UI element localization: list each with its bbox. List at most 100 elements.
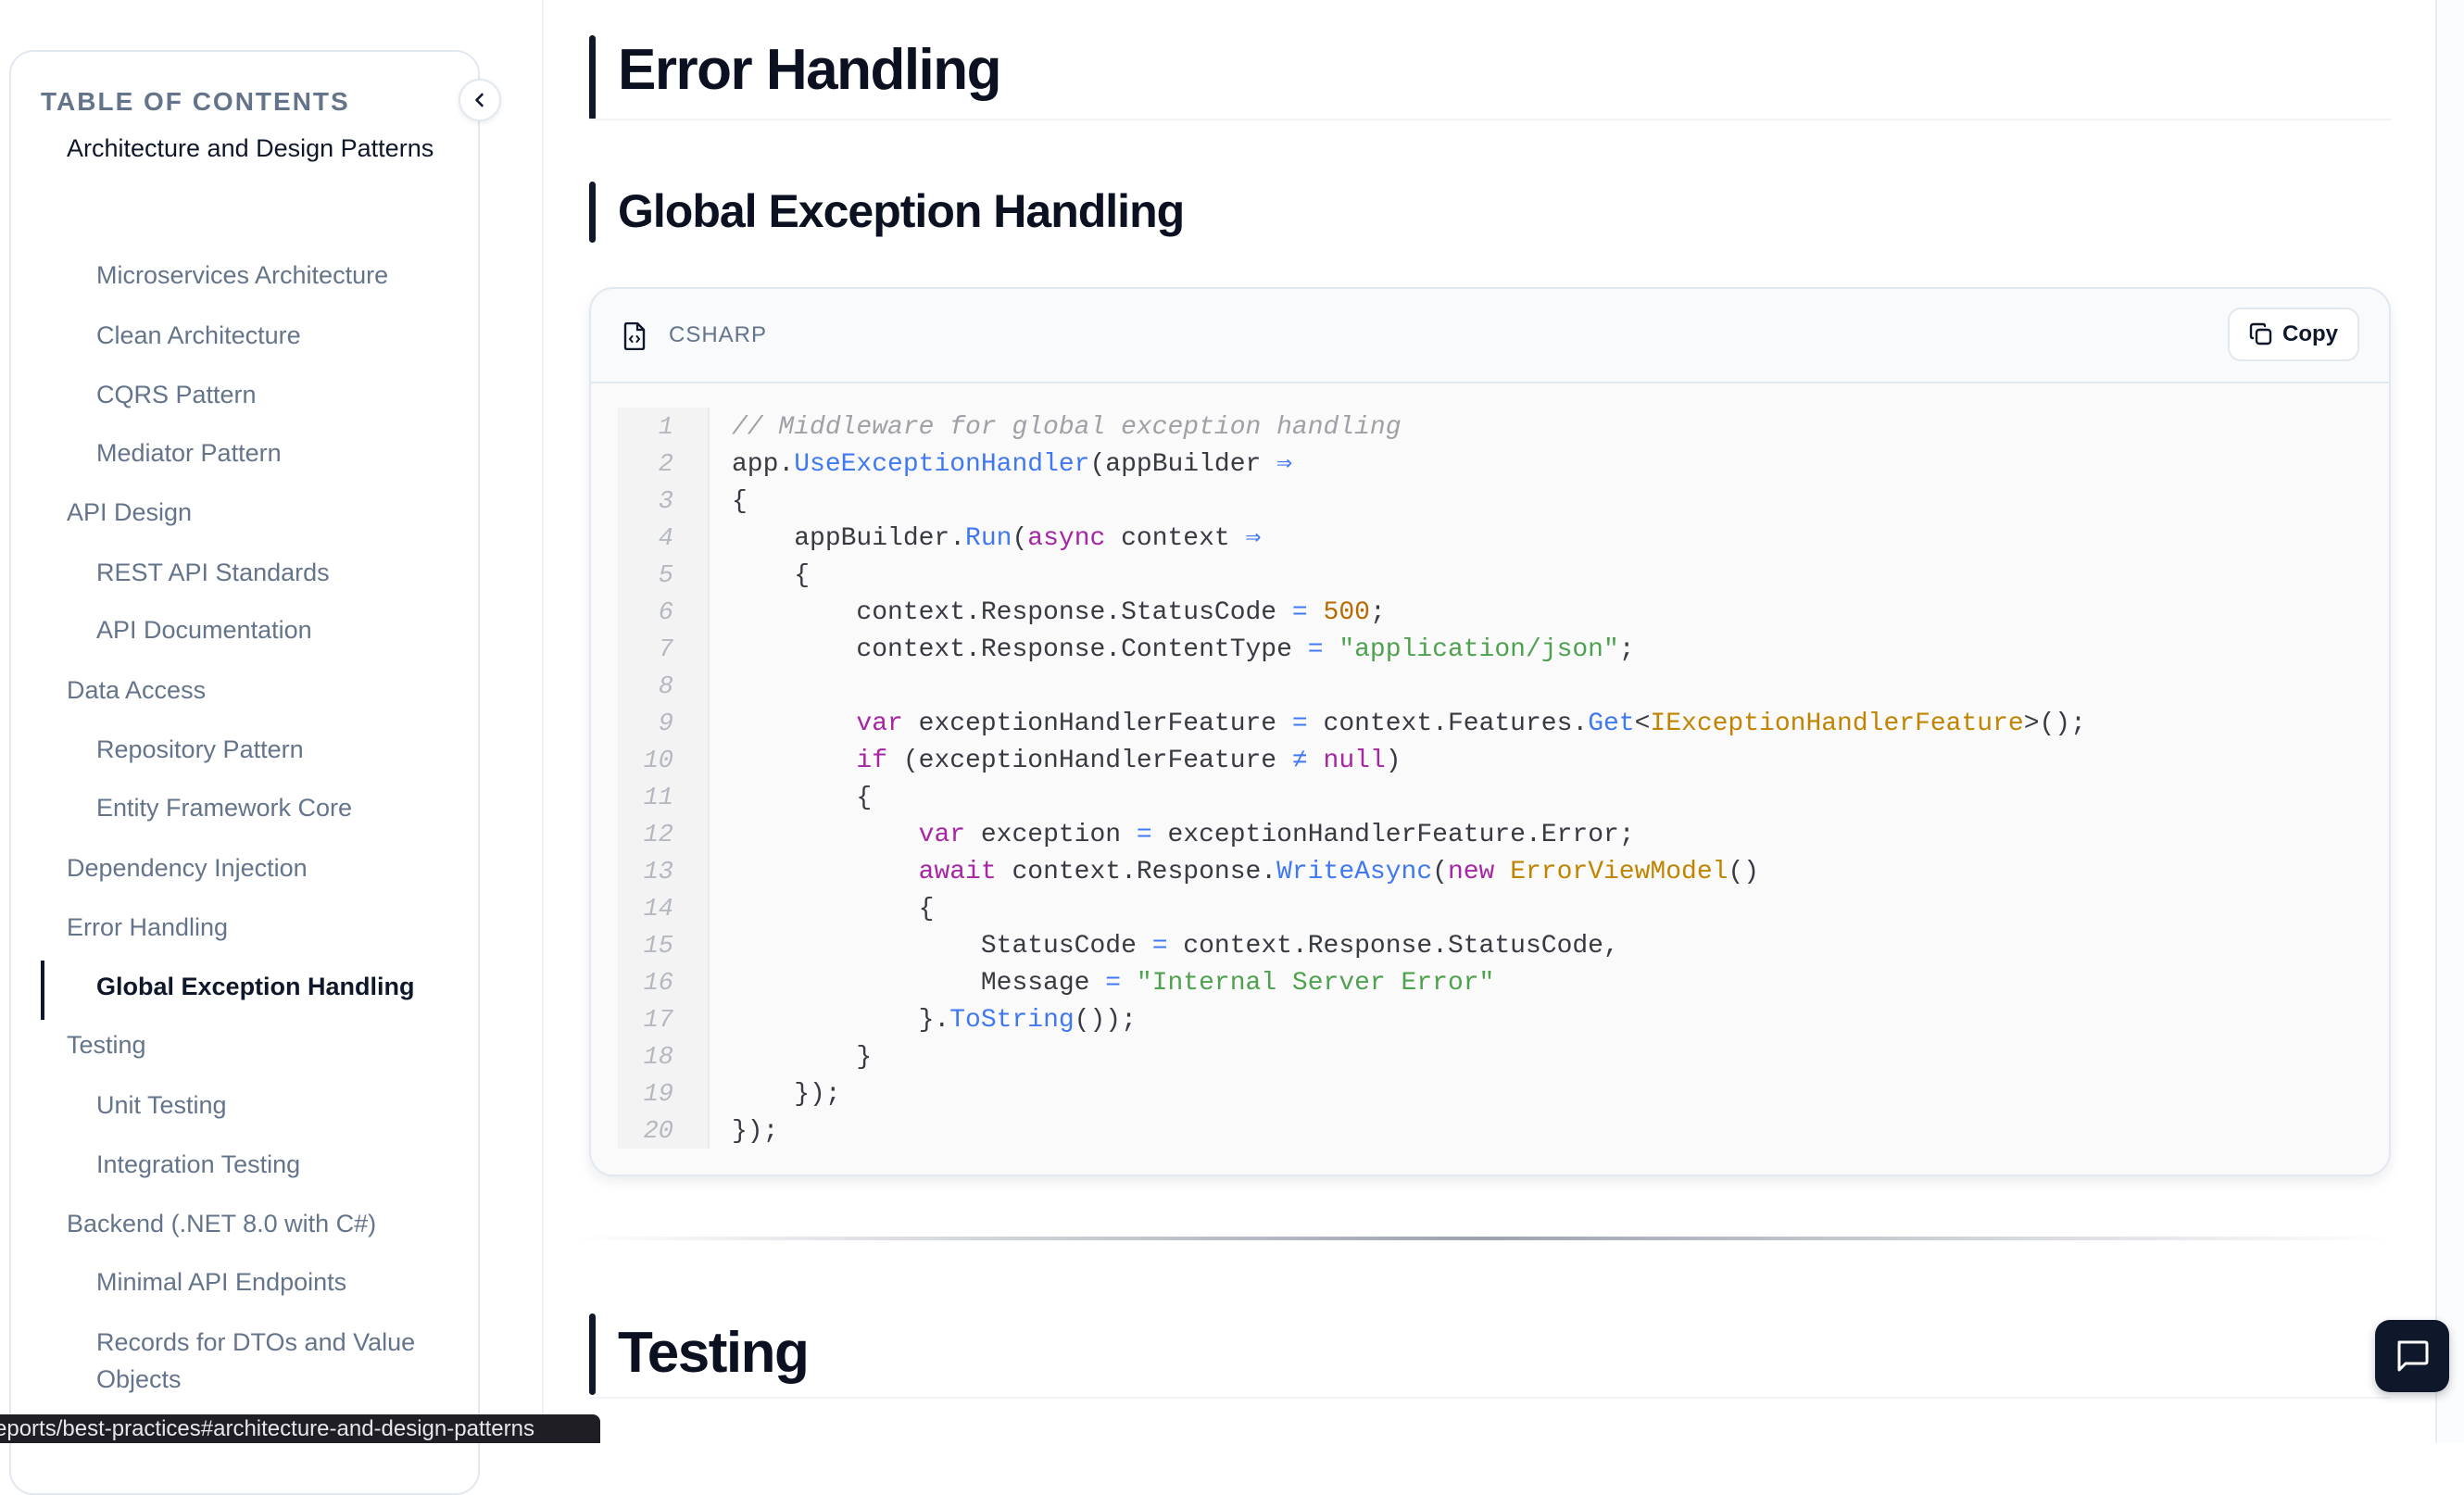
line-number: 16 <box>643 970 673 998</box>
toc-item[interactable]: Entity Framework Core <box>96 794 353 822</box>
toc-item[interactable]: Minimal API Endpoints <box>96 1268 347 1296</box>
toc-active-indicator <box>41 961 44 1020</box>
code-token: StatusCode <box>732 932 1152 961</box>
code-token <box>732 747 856 775</box>
status-bar-link-preview: eports/best-practices#architecture-and-d… <box>0 1414 600 1443</box>
line-number: 8 <box>658 673 673 701</box>
code-token: context.Features. <box>1307 710 1589 738</box>
code-token: (appBuilder <box>1089 450 1277 479</box>
code-line: if (exceptionHandlerFeature ≠ null) <box>732 743 1402 780</box>
copy-icon <box>2249 322 2272 345</box>
code-token: { <box>732 895 935 923</box>
code-line: { <box>732 891 935 928</box>
code-line: { <box>732 558 810 595</box>
code-token: ) <box>1385 747 1402 775</box>
code-token: IExceptionHandlerFeature <box>1650 710 2024 738</box>
scrollbar-track[interactable] <box>2435 0 2464 1443</box>
code-token: ()); <box>1074 1006 1137 1035</box>
code-token: (exceptionHandlerFeature <box>887 747 1292 775</box>
line-number: 17 <box>643 1007 673 1035</box>
line-number: 10 <box>643 748 673 775</box>
line-number: 20 <box>643 1118 673 1146</box>
code-token: ; <box>1618 635 1635 664</box>
code-token: context <box>1105 524 1246 553</box>
toc-item[interactable]: API Documentation <box>96 616 312 644</box>
table-of-contents: TABLE OF CONTENTS Architecture and Desig… <box>9 50 480 1495</box>
code-token <box>1121 969 1137 998</box>
code-line: } <box>732 1039 872 1076</box>
line-number: 5 <box>658 562 673 590</box>
toc-item[interactable]: Dependency Injection <box>67 854 308 882</box>
toc-item[interactable]: Integration Testing <box>96 1150 301 1178</box>
line-number: 14 <box>643 896 673 923</box>
toc-item[interactable]: Unit Testing <box>96 1091 227 1119</box>
line-number: 19 <box>643 1081 673 1109</box>
code-token: Run <box>965 524 1012 553</box>
heading-accent-bar <box>589 35 596 120</box>
line-number: 11 <box>643 785 673 812</box>
heading-accent-bar <box>589 182 596 243</box>
toc-item[interactable]: Repository Pattern <box>96 735 304 763</box>
code-token: ( <box>1012 524 1028 553</box>
code-token: new <box>1447 858 1495 886</box>
code-line: await context.Response.WriteAsync(new Er… <box>732 854 1759 891</box>
code-line: { <box>732 484 748 521</box>
copy-button[interactable]: Copy <box>2228 308 2359 361</box>
code-token: Message <box>732 969 1106 998</box>
toc-item[interactable]: Records for DTOs and Value Objects <box>96 1328 416 1393</box>
code-line: var exceptionHandlerFeature = context.Fe… <box>732 706 2086 743</box>
code-token: WriteAsync <box>1276 858 1433 886</box>
code-token: // Middleware for global exception handl… <box>732 413 1402 442</box>
line-number: 1 <box>658 414 673 442</box>
code-token <box>1308 598 1324 627</box>
code-line: context.Response.StatusCode = 500; <box>732 595 1385 632</box>
code-line: app.UseExceptionHandler(appBuilder ⇒ <box>732 446 1292 484</box>
toc-item[interactable]: Error Handling <box>67 913 229 941</box>
heading-error-handling: Error Handling <box>618 38 1002 102</box>
code-token: ⇒ <box>1245 524 1262 553</box>
toc-item[interactable]: Global Exception Handling <box>96 973 415 1000</box>
line-number: 12 <box>643 822 673 849</box>
heading-testing: Testing <box>618 1321 810 1385</box>
code-line: }); <box>732 1113 778 1150</box>
code-token: "Internal Server Error" <box>1136 969 1495 998</box>
sidebar: TABLE OF CONTENTS Architecture and Desig… <box>0 0 544 1495</box>
code-token: }. <box>732 1006 950 1035</box>
toc-item[interactable]: Microservices Architecture <box>96 261 389 289</box>
code-token: async <box>1027 524 1106 553</box>
code-line: StatusCode = context.Response.StatusCode… <box>732 928 1619 965</box>
toc-item[interactable]: REST API Standards <box>96 559 330 586</box>
code-token: = <box>1291 710 1308 738</box>
code-token: Get <box>1588 710 1635 738</box>
code-token: exceptionHandlerFeature <box>902 710 1292 738</box>
toc-collapse-button[interactable] <box>459 79 501 121</box>
toc-item[interactable]: Testing <box>67 1031 146 1059</box>
line-number: 15 <box>643 933 673 961</box>
code-token: UseExceptionHandler <box>794 450 1090 479</box>
toc-item[interactable]: API Design <box>67 498 193 526</box>
code-token: "application/json" <box>1339 635 1619 664</box>
code-token: appBuilder. <box>732 524 966 553</box>
toc-item[interactable]: Mediator Pattern <box>96 439 282 467</box>
toc-item[interactable]: CQRS Pattern <box>96 381 257 408</box>
toc-item[interactable]: Data Access <box>67 676 207 704</box>
code-token: = <box>1136 821 1152 849</box>
code-token: { <box>732 784 873 812</box>
code-token: ( <box>1432 858 1448 886</box>
section-divider <box>572 1237 2392 1240</box>
code-token <box>732 821 919 849</box>
copy-button-label: Copy <box>2282 321 2338 346</box>
code-token <box>732 710 856 738</box>
line-number: 7 <box>658 636 673 664</box>
code-token: exceptionHandlerFeature.Error; <box>1151 821 1635 849</box>
code-token: >(); <box>2023 710 2086 738</box>
toc-item[interactable]: Architecture and Design Patterns <box>67 134 434 162</box>
chat-button[interactable] <box>2375 1320 2449 1392</box>
code-line: }.ToString()); <box>732 1002 1137 1039</box>
code-token: context.Response. <box>996 858 1277 886</box>
toc-item[interactable]: Clean Architecture <box>96 321 301 349</box>
code-token: app. <box>732 450 795 479</box>
heading-global-exception-handling: Global Exception Handling <box>618 185 1185 237</box>
toc-item[interactable]: Backend (.NET 8.0 with C#) <box>67 1210 377 1237</box>
